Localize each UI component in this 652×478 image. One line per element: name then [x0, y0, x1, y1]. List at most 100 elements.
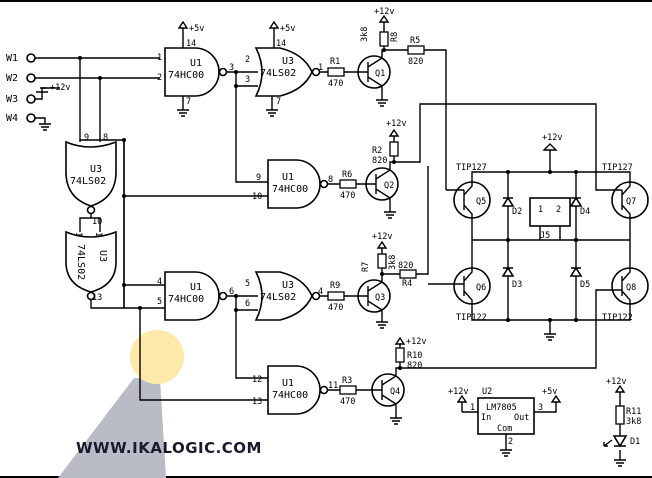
r9-ref: R9	[330, 281, 340, 291]
regulator-u2: U2 LM7805 In Out Com 1 3 2	[470, 387, 543, 447]
u1d-type: 74HC00	[272, 390, 308, 401]
u3c-type: 74LS02	[70, 176, 106, 187]
d4-label: D4	[580, 207, 590, 217]
diode-d5	[569, 266, 583, 277]
d5-label: D5	[580, 280, 590, 290]
u3a-ref: U3	[282, 56, 294, 67]
gate-u1c: U1 74HC00 4 5 6	[157, 271, 234, 321]
tip127-right-label: TIP127	[602, 163, 633, 173]
u3b-pin6: 6	[245, 299, 250, 309]
u1d-pin12: 12	[252, 375, 262, 385]
u3a-pin2: 2	[245, 55, 250, 65]
r5-value: 820	[408, 57, 423, 67]
watermark-beam	[58, 378, 166, 478]
u3a-vcc-label: +5v	[280, 24, 295, 34]
u3a-vcc-pin: 14	[276, 39, 286, 49]
u1a-pin3: 3	[229, 63, 234, 73]
q1-supply-label: +12v	[374, 7, 394, 17]
u2-in: In	[481, 413, 491, 423]
input-w4-terminal	[26, 113, 36, 123]
u2-ref: U2	[482, 387, 492, 397]
u3c-ref: U3	[90, 164, 102, 175]
q3-label: Q3	[375, 293, 385, 303]
gate-u3a: U3 74LS02 2 3 1 14 7	[245, 39, 323, 107]
u1d-pin11: 11	[328, 381, 338, 391]
u1c-type: 74HC00	[168, 294, 204, 305]
q2-supply-label: +12v	[386, 119, 406, 129]
j5-ref: J5	[540, 231, 550, 241]
r6-value: 470	[340, 191, 355, 201]
u3c-pin8: 8	[103, 133, 108, 143]
r1-value: 470	[328, 79, 343, 89]
gate-u1d: U1 74HC00 12 13 11	[252, 365, 338, 415]
d1-label: D1	[630, 437, 640, 447]
u3a-type: 74LS02	[260, 68, 296, 79]
u1a-gnd-pin: 7	[186, 97, 191, 107]
q3-supply-label: +12v	[372, 232, 392, 242]
u2-pin1: 1	[470, 403, 475, 413]
u1d-ref: U1	[282, 378, 294, 389]
input-w4-label: W4	[6, 113, 18, 124]
q5-label: Q5	[476, 197, 486, 207]
gate-u1a: U1 74HC00 1 2 3 14 7	[157, 39, 234, 107]
u2-in-supply-label: +12v	[448, 387, 468, 397]
watermark-circle	[130, 330, 184, 384]
input-w2-label: W2	[6, 73, 18, 84]
r8-ref: R8	[390, 32, 400, 42]
led-d1: +12v R11 3k8 D1	[603, 377, 641, 467]
u1d-pin13: 13	[252, 397, 262, 407]
r3-ref: R3	[342, 376, 352, 386]
u3b-pin5: 5	[245, 279, 250, 289]
r4-ref: R4	[402, 279, 412, 289]
u3a-pin3: 3	[245, 75, 250, 85]
h-bridge: +12v Q5 TIP127 Q6 TIP122 Q7 TIP127 Q8 TI…	[452, 133, 649, 341]
u1a-vcc-label: +5v	[189, 24, 204, 34]
connector-j5	[529, 197, 571, 227]
input-w1-label: W1	[6, 53, 18, 64]
gate-u3d: U3 74LS02 13	[65, 230, 117, 303]
r7-value: 3k8	[388, 255, 398, 270]
r11-value: 3k8	[626, 417, 641, 427]
u3b-type: 74LS02	[260, 292, 296, 303]
u3b-ref: U3	[282, 280, 294, 291]
q7-label: Q7	[626, 197, 636, 207]
tip122-left-label: TIP122	[456, 313, 487, 323]
r1-ref: R1	[330, 57, 340, 67]
u3c-pin10: 10	[92, 217, 102, 227]
r4-value: 820	[398, 261, 413, 271]
u1a-type: 74HC00	[168, 70, 204, 81]
q2-label: Q2	[384, 181, 394, 191]
u2-pin3: 3	[538, 403, 543, 413]
u3a-pin1: 1	[318, 63, 323, 73]
d3-label: D3	[512, 280, 522, 290]
q4-supply-label: +12v	[406, 337, 426, 347]
q6-label: Q6	[476, 283, 486, 293]
u3c-pin9: 9	[84, 133, 89, 143]
r5-ref: R5	[410, 36, 420, 46]
input-w3-terminal	[26, 94, 36, 104]
diode-d2	[501, 196, 515, 207]
diode-d4	[569, 196, 583, 207]
watermark-graphic: WWW.IKALOGIC.COM	[58, 330, 262, 478]
transistor-q4: Q4	[371, 373, 405, 407]
transistor-q2: Q2	[365, 167, 399, 201]
r7-ref: R7	[361, 262, 371, 272]
u1c-pin6: 6	[229, 287, 234, 297]
u3d-pin13: 13	[92, 293, 102, 303]
u1a-pin2: 2	[157, 73, 162, 83]
u2-com: Com	[497, 424, 512, 434]
r9-value: 470	[328, 303, 343, 313]
u3d-type: 74LS02	[75, 244, 86, 280]
input-terminals: W1 W2 W3 W4 +12v	[6, 53, 160, 131]
input-w2-terminal	[26, 73, 36, 83]
input-w1-terminal	[26, 53, 36, 63]
u1c-pin4: 4	[157, 277, 162, 287]
u1c-pin5: 5	[157, 297, 162, 307]
transistor-q1: Q1	[357, 55, 391, 89]
r3-value: 470	[340, 397, 355, 407]
d1-supply-label: +12v	[606, 377, 626, 387]
q4-label: Q4	[390, 387, 400, 397]
u1a-ref: U1	[190, 58, 202, 69]
